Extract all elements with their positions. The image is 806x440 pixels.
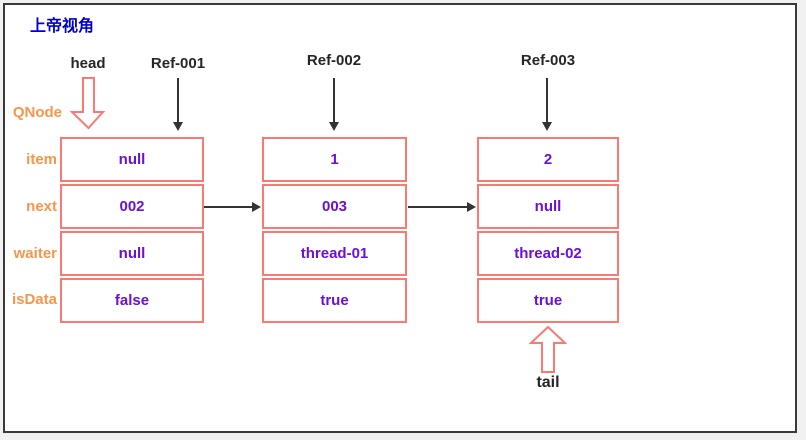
tail-label: tail	[536, 374, 560, 391]
node3-next-cell: null	[477, 184, 619, 229]
node1-next-cell: 002	[60, 184, 204, 229]
node2-waiter-cell: thread-01	[262, 231, 407, 276]
field-label-item: item	[26, 151, 57, 168]
field-label-waiter: waiter	[13, 245, 57, 262]
node1-isdata-cell: false	[60, 278, 204, 323]
node3-item-cell: 2	[477, 137, 619, 182]
ref-002-label: Ref-002	[306, 52, 362, 69]
node1-waiter-cell: null	[60, 231, 204, 276]
next-arrow-node2-to-node3-icon	[408, 202, 476, 212]
ref-003-arrow-icon	[542, 78, 552, 131]
node2-next-cell: 003	[262, 184, 407, 229]
ref-001-arrow-icon	[173, 78, 183, 131]
ref-002-arrow-icon	[329, 78, 339, 131]
qnode-label: QNode	[12, 104, 62, 121]
ref-001-label: Ref-001	[150, 55, 206, 72]
node3-isdata-cell: true	[477, 278, 619, 323]
field-label-isdata: isData	[11, 291, 57, 308]
field-label-next: next	[26, 198, 57, 215]
next-arrow-node1-to-node2-icon	[204, 202, 261, 212]
node2-item-cell: 1	[262, 137, 407, 182]
tail-arrow-icon	[529, 326, 567, 373]
ref-003-label: Ref-003	[520, 52, 576, 69]
node3-waiter-cell: thread-02	[477, 231, 619, 276]
head-label: head	[70, 55, 106, 72]
node1-item-cell: null	[60, 137, 204, 182]
diagram-title: 上帝视角	[30, 18, 95, 35]
node2-isdata-cell: true	[262, 278, 407, 323]
head-arrow-icon	[70, 77, 106, 130]
